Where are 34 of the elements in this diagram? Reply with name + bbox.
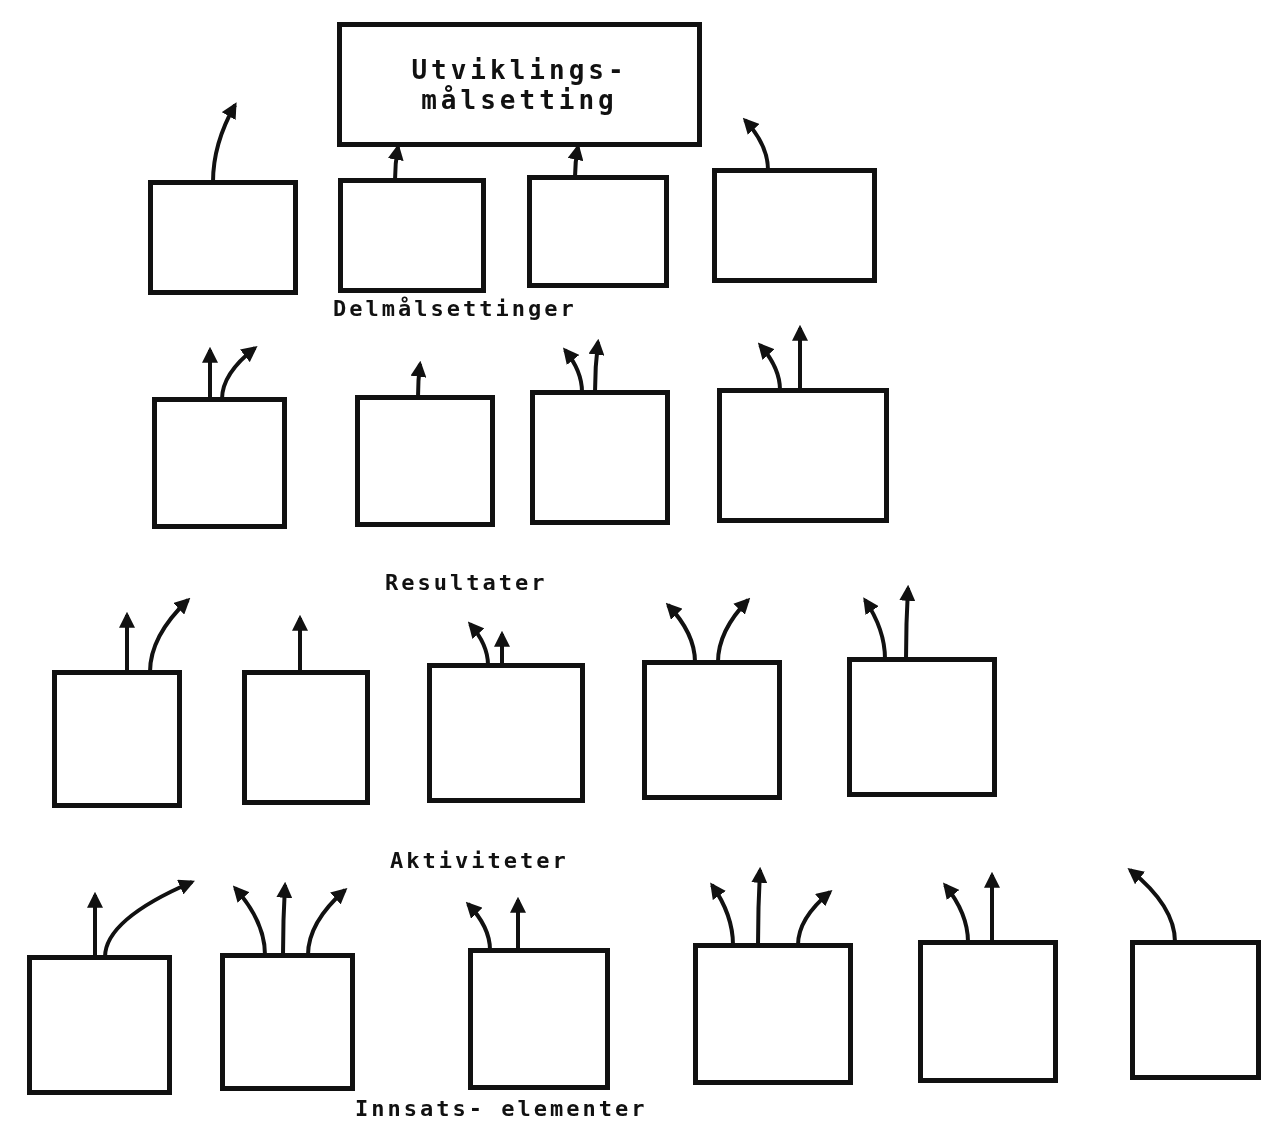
arrow xyxy=(984,871,1000,942)
empty-box xyxy=(527,175,669,288)
empty-box xyxy=(338,178,486,293)
empty-box xyxy=(220,953,355,1091)
arrow xyxy=(276,881,293,955)
empty-box xyxy=(52,670,182,808)
arrow xyxy=(202,346,218,399)
arrow xyxy=(792,324,808,390)
empty-box xyxy=(355,395,495,527)
goal-box xyxy=(337,22,702,147)
empty-box xyxy=(847,657,997,797)
arrow xyxy=(494,630,510,665)
arrow xyxy=(510,896,526,950)
arrow xyxy=(292,614,308,672)
empty-box xyxy=(717,388,889,523)
empty-box xyxy=(468,948,610,1090)
empty-box xyxy=(530,390,670,525)
box-title: Utviklings- målsetting xyxy=(410,54,629,115)
empty-box xyxy=(712,168,877,283)
empty-box xyxy=(693,943,853,1085)
empty-box xyxy=(427,663,585,803)
empty-box xyxy=(918,940,1058,1083)
arrow xyxy=(410,360,427,397)
arrow xyxy=(87,891,103,957)
arrow xyxy=(588,338,605,392)
arrow xyxy=(899,584,916,659)
empty-box xyxy=(152,397,287,529)
arrow xyxy=(751,866,768,945)
empty-box xyxy=(148,180,298,295)
empty-box xyxy=(1130,940,1261,1080)
empty-box xyxy=(27,955,172,1095)
arrow xyxy=(119,611,135,672)
empty-box xyxy=(242,670,370,805)
empty-box xyxy=(642,660,782,800)
